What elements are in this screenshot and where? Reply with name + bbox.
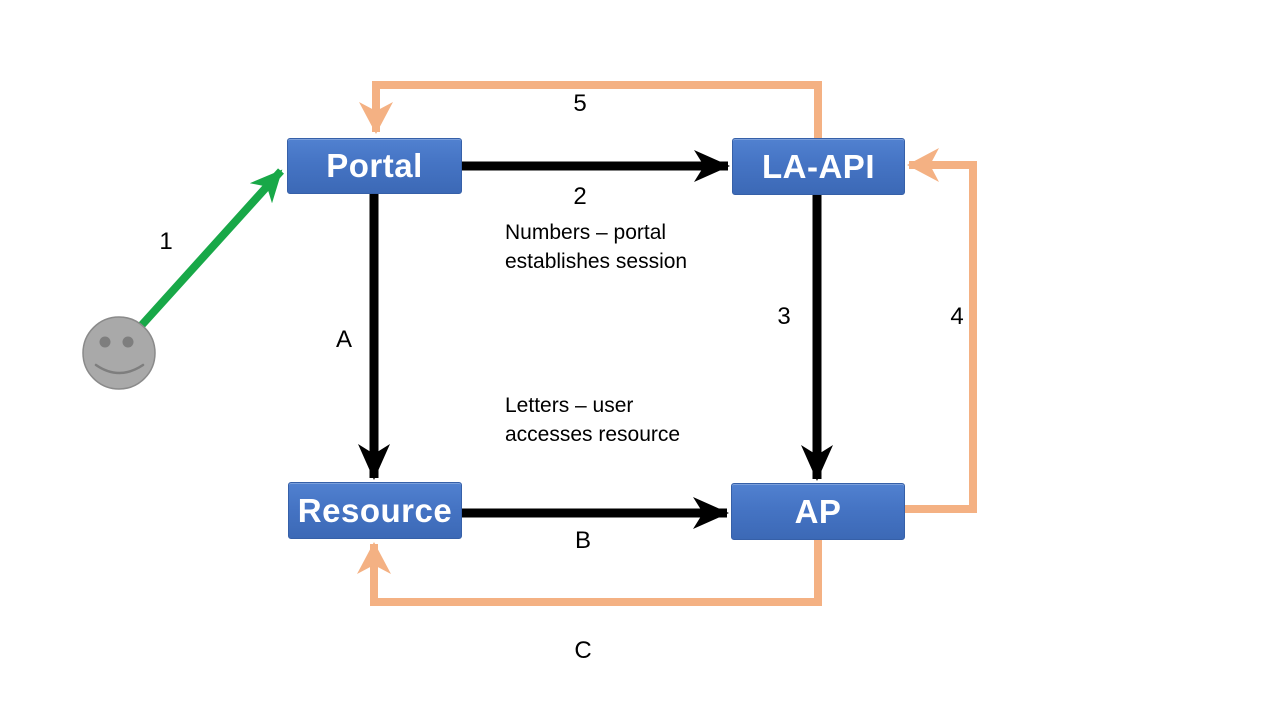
node-portal: Portal (287, 138, 462, 194)
edge-label-2: 2 (573, 183, 587, 210)
edge-label-c: C (574, 637, 592, 664)
arrow-5-laapi-to-portal (359, 81, 822, 138)
arrow-1-user-to-portal (137, 168, 284, 330)
edge-label-1: 1 (159, 228, 173, 255)
smiley-left-eye (99, 336, 111, 348)
edge-label-3: 3 (777, 303, 791, 330)
node-la-api: LA-API (732, 138, 905, 195)
node-portal-label: Portal (326, 147, 423, 184)
edge-label-4: 4 (950, 303, 964, 330)
edge-label-5: 5 (573, 90, 587, 117)
smiley-face (82, 316, 156, 390)
smiley-mouth (94, 363, 145, 375)
legend-numbers: Numbers – portal establishes session (505, 221, 688, 273)
node-la-api-label: LA-API (762, 147, 875, 185)
legend-letters: Letters – user accesses resource (505, 394, 681, 446)
node-resource: Resource (288, 482, 462, 539)
edge-label-a: A (335, 326, 352, 353)
edge-label-b: B (574, 527, 591, 554)
user-smiley-icon (82, 316, 156, 390)
node-ap: AP (731, 483, 905, 540)
arrow-c-ap-to-resource (357, 538, 822, 606)
arrow-4-ap-to-laapi (903, 148, 977, 513)
node-resource-label: Resource (297, 491, 453, 529)
node-ap-label: AP (794, 492, 842, 530)
smiley-right-eye (122, 336, 134, 348)
